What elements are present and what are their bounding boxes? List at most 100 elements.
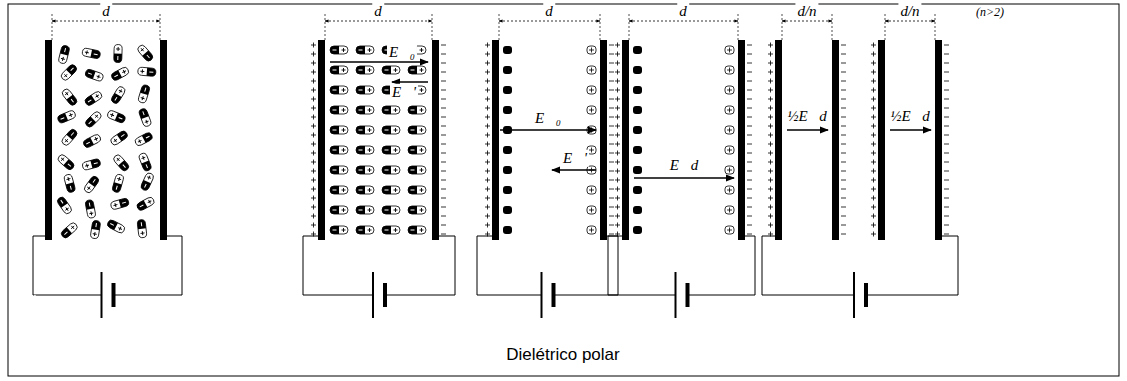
dipole-body bbox=[382, 126, 400, 134]
dipole-negative bbox=[66, 128, 78, 140]
dipole-body bbox=[408, 186, 426, 194]
negative-charge bbox=[841, 135, 846, 136]
positive-charge bbox=[871, 232, 876, 237]
dipole-molecule bbox=[138, 67, 157, 76]
capacitor-panel bbox=[303, 14, 455, 318]
minus-sign bbox=[333, 130, 337, 131]
dipole-molecule bbox=[137, 219, 147, 238]
negative-charge bbox=[841, 81, 846, 82]
negative-charge bbox=[944, 216, 949, 217]
positive-charge bbox=[311, 106, 316, 111]
dipole-body bbox=[138, 84, 151, 104]
dipole-negative bbox=[63, 159, 75, 171]
bound-negative-charge bbox=[503, 186, 512, 194]
dipole-molecule bbox=[82, 133, 102, 148]
positive-charge bbox=[485, 79, 490, 84]
negative-charge bbox=[747, 99, 752, 100]
negative-charge bbox=[609, 225, 614, 226]
positive-charge bbox=[768, 214, 773, 219]
minus-sign bbox=[359, 150, 363, 151]
dipole-molecule bbox=[408, 106, 426, 114]
dipole-body bbox=[356, 86, 374, 94]
dipole-body bbox=[60, 63, 78, 81]
plus-sign bbox=[342, 48, 346, 52]
plus-sign bbox=[420, 48, 424, 52]
plus-sign bbox=[727, 208, 732, 213]
plus-sign bbox=[66, 177, 71, 182]
dipole-molecule bbox=[109, 130, 128, 147]
plus-sign bbox=[727, 68, 732, 73]
minus-sign bbox=[143, 111, 144, 115]
plus-sign bbox=[420, 148, 424, 152]
dipole-negative bbox=[85, 199, 95, 209]
dipole-negative bbox=[356, 166, 365, 174]
minus-sign bbox=[411, 210, 415, 211]
plus-sign bbox=[84, 50, 89, 55]
dipole-body bbox=[82, 133, 102, 148]
minus-sign bbox=[333, 90, 337, 91]
negative-charge bbox=[747, 45, 752, 46]
positive-charge bbox=[485, 196, 490, 201]
negative-charge bbox=[747, 216, 752, 217]
positive-charge bbox=[485, 97, 490, 102]
dipole-negative bbox=[408, 146, 417, 154]
plus-sign bbox=[89, 211, 94, 216]
dipole-body bbox=[138, 152, 152, 172]
plus-sign bbox=[589, 208, 594, 213]
dipole-molecule bbox=[83, 175, 100, 194]
bound-positive-charge bbox=[587, 106, 596, 114]
dipole-body bbox=[408, 166, 426, 174]
field-arrow bbox=[787, 129, 828, 130]
plus-sign bbox=[64, 91, 70, 97]
positive-charge bbox=[871, 97, 876, 102]
dipole-negative bbox=[330, 166, 339, 174]
bound-positive-charge bbox=[725, 146, 734, 154]
dipole-negative bbox=[66, 95, 78, 107]
dipole-body bbox=[356, 46, 374, 54]
plus-sign bbox=[589, 68, 594, 73]
battery-negative bbox=[552, 283, 556, 307]
negative-charge bbox=[944, 180, 949, 181]
dipole-negative bbox=[56, 196, 68, 208]
positive-charge bbox=[311, 61, 316, 66]
positive-charge bbox=[485, 106, 490, 111]
dimension-label: d/n bbox=[898, 3, 921, 20]
negative-charge bbox=[944, 126, 949, 127]
minus-sign bbox=[333, 50, 337, 51]
negative-charge bbox=[841, 162, 846, 163]
field-arrow bbox=[890, 129, 931, 130]
dipole-molecule bbox=[82, 48, 101, 60]
negative-charge bbox=[441, 198, 446, 199]
minus-sign bbox=[359, 50, 363, 51]
dipole-molecule bbox=[356, 206, 374, 214]
minus-sign bbox=[385, 150, 389, 151]
field-label: E⃗₀ bbox=[533, 110, 563, 127]
positive-charge bbox=[768, 88, 773, 93]
dipole-body bbox=[112, 174, 125, 194]
positive-charge bbox=[871, 106, 876, 111]
dipole-molecule bbox=[356, 186, 374, 194]
plus-sign bbox=[140, 231, 144, 235]
dipole-negative bbox=[137, 219, 146, 229]
negative-charge bbox=[441, 171, 446, 172]
capacitor-plate bbox=[160, 40, 167, 240]
negative-charge bbox=[841, 207, 846, 208]
capacitor-plate bbox=[738, 40, 745, 240]
negative-charge bbox=[944, 117, 949, 118]
minus-sign bbox=[333, 170, 337, 171]
negative-charge bbox=[747, 54, 752, 55]
bound-negative-charge bbox=[633, 106, 642, 114]
dipole-negative bbox=[57, 113, 68, 124]
positive-charge bbox=[311, 151, 316, 156]
negative-charge bbox=[747, 90, 752, 91]
dipole-negative bbox=[330, 66, 339, 74]
dipole-molecule bbox=[114, 44, 123, 62]
plus-sign bbox=[113, 203, 118, 208]
bound-negative-charge bbox=[503, 226, 512, 234]
negative-charge bbox=[609, 216, 614, 217]
dipole-negative bbox=[60, 45, 70, 56]
negative-charge bbox=[747, 72, 752, 73]
negative-charge bbox=[441, 207, 446, 208]
negative-charge bbox=[609, 180, 614, 181]
